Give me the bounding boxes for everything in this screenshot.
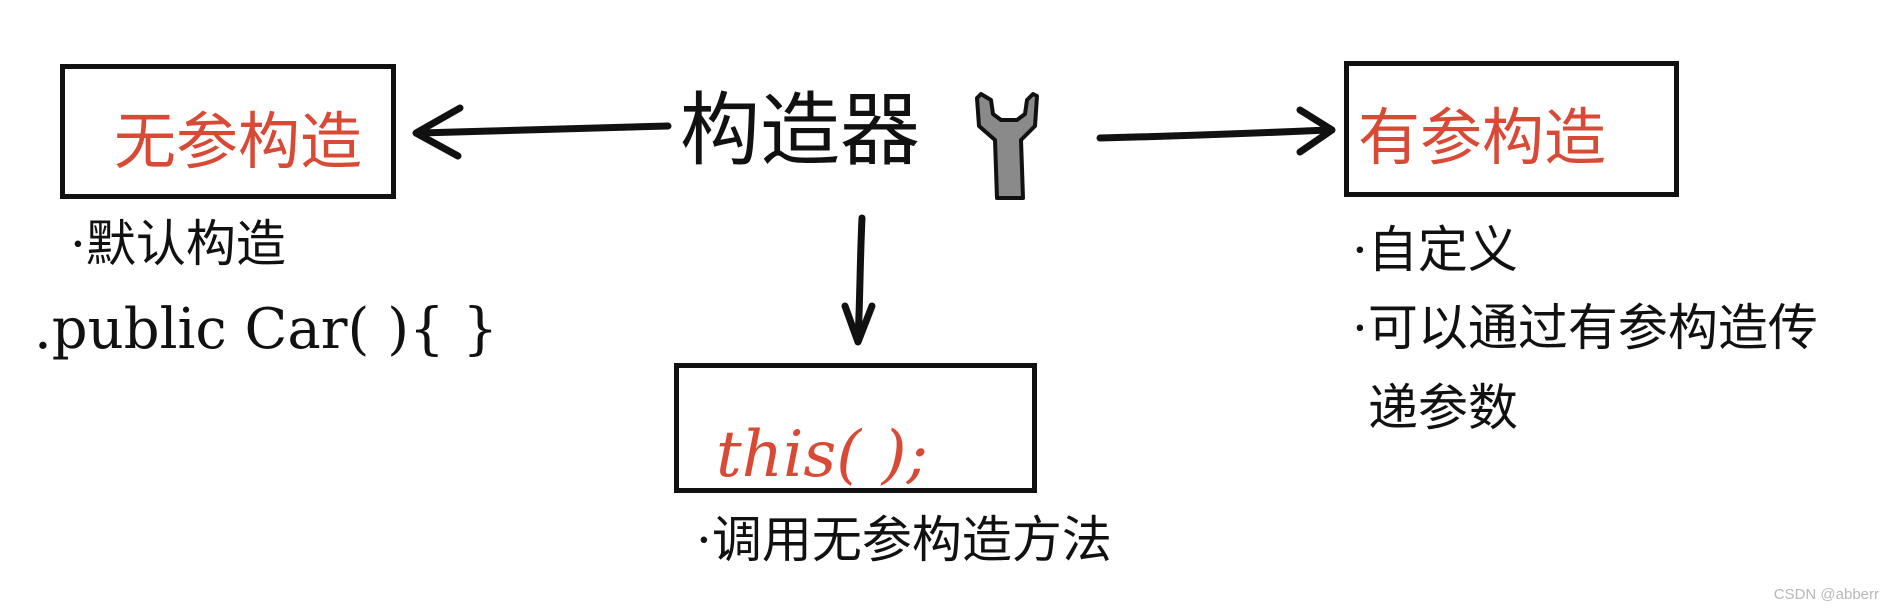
right-note-pass-params-cont: 递参数 [1368, 379, 1518, 437]
arrow-to-no-arg [412, 104, 672, 160]
no-arg-constructor-box [60, 64, 396, 199]
right-note-custom: ·自定义 [1352, 221, 1518, 279]
param-constructor-label: 有参构造 [1358, 101, 1607, 174]
right-note-pass-params: ·可以通过有参构造传 [1352, 299, 1818, 357]
wrench-icon [975, 92, 1039, 200]
constructor-title: 构造器 [680, 84, 920, 177]
csdn-watermark: CSDN @abberr [1773, 586, 1879, 603]
left-note-code: .public Car( ){ } [34, 297, 499, 362]
this-call-box [674, 363, 1037, 493]
left-note-default: ·默认构造 [70, 215, 286, 273]
no-arg-constructor-label: 无参构造 [114, 105, 363, 178]
param-constructor-box [1344, 61, 1679, 197]
arrow-to-param [1096, 106, 1336, 156]
bottom-note-call-no-arg: ·调用无参构造方法 [696, 511, 1112, 569]
arrow-to-this [841, 214, 876, 346]
this-call-label: this( ); [716, 418, 929, 492]
